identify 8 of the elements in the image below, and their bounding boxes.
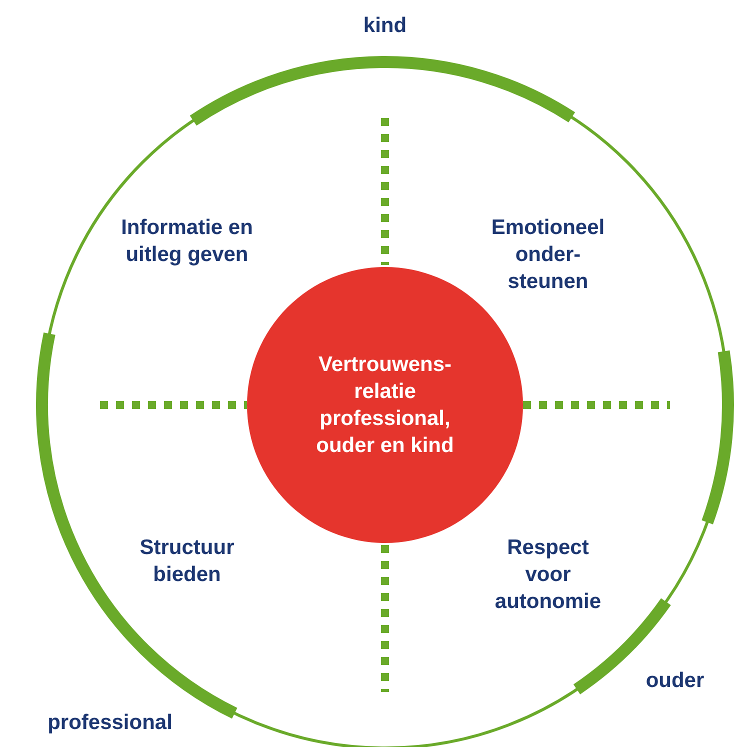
quadrant-label: Respect voor autonomie	[494, 535, 602, 615]
quadrant-label: Structuur bieden	[138, 535, 236, 588]
ring-label: professional	[46, 710, 174, 736]
quadrant-label: Emotioneel onder- steunen	[490, 215, 606, 295]
ring-label: ouder	[644, 668, 706, 694]
ring-label: kind	[362, 13, 408, 39]
center-label: Vertrouwens- relatie professional, ouder en kind	[316, 352, 454, 459]
quadrant-label: Informatie en uitleg geven	[120, 215, 254, 268]
